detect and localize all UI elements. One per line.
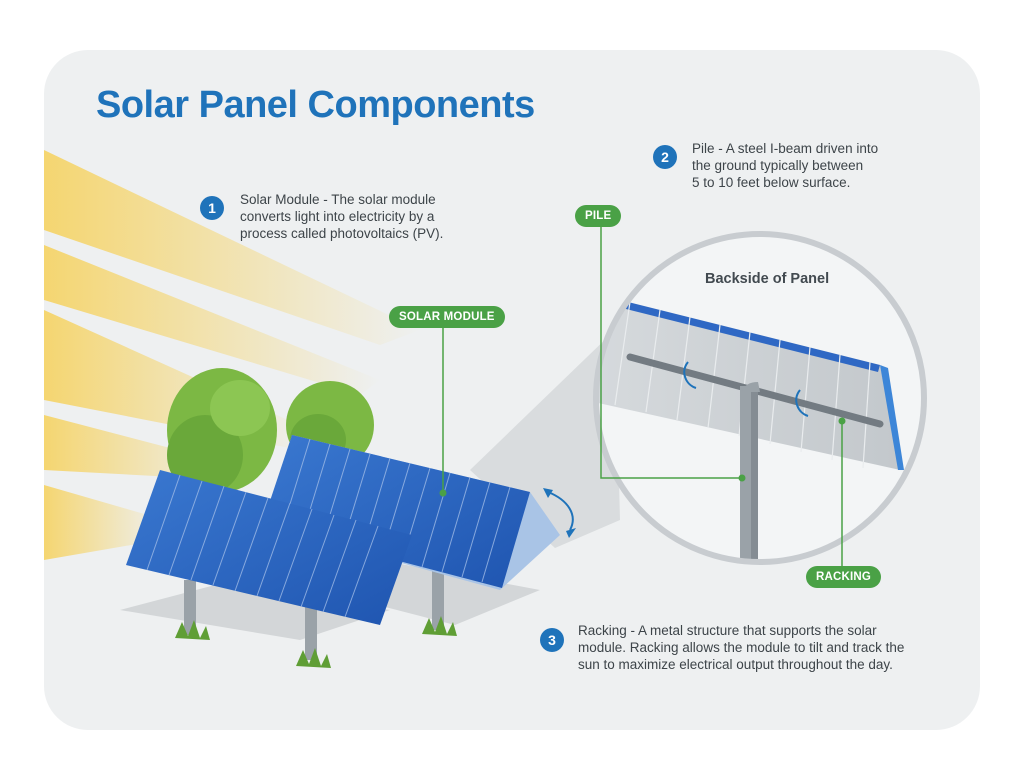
leader-lines: [442, 227, 843, 570]
rotate-arrow-icon: [683, 361, 697, 389]
step-badge-1: 1: [200, 196, 224, 220]
tree-left: [167, 368, 277, 495]
racking-description: Racking - A metal structure that support…: [578, 623, 905, 672]
solar-module-label: SOLAR MODULE: [389, 306, 505, 328]
inset-title: Backside of Panel: [705, 271, 830, 287]
step-badge-2: 2: [653, 145, 677, 169]
solar-module-front: [126, 470, 412, 660]
solar-module-description: Solar Module - The solar module converts…: [240, 192, 444, 241]
tilt-arrow-icon: [547, 491, 574, 531]
pile-description: Pile - A steel I-beam driven into the gr…: [692, 141, 879, 190]
pile-label: PILE: [575, 205, 622, 227]
racking-label: RACKING: [806, 566, 882, 588]
grass: [175, 616, 457, 668]
step-badge-3: 3: [540, 628, 564, 652]
page-title: Solar Panel Components: [96, 84, 535, 126]
